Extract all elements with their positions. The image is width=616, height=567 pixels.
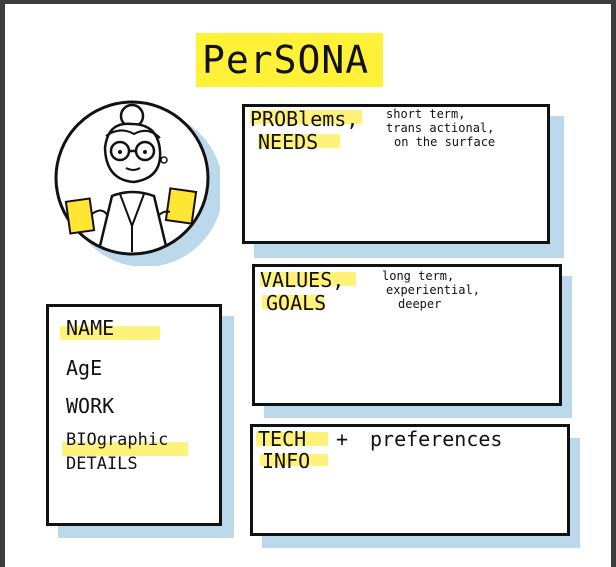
problems-note-1: short term, [386, 107, 466, 121]
values-highlight [260, 272, 356, 286]
field-age: AgE [66, 356, 103, 380]
problems-needs-box [242, 104, 550, 244]
problems-note-2: trans actional, [386, 121, 495, 135]
problems-note-3: on the surface [394, 135, 496, 149]
values-goals-box [252, 264, 562, 406]
persona-avatar [50, 96, 223, 267]
info-highlight [260, 454, 328, 466]
goals-label: GOALS [266, 291, 327, 315]
name-highlight [60, 326, 160, 340]
biographic-highlight [62, 442, 188, 456]
field-biographic: BIOgraphic [66, 430, 169, 450]
page-title: PerSONA [202, 38, 370, 82]
tech-highlight [256, 432, 328, 446]
goals-highlight [262, 295, 324, 309]
field-details: DETAILS [66, 454, 138, 474]
values-note-1: long term, [382, 269, 455, 283]
values-note-3: deeper [398, 297, 442, 311]
tech-label: TECH [258, 427, 307, 451]
values-label: VALUES, [260, 268, 345, 292]
needs-highlight [258, 134, 340, 148]
field-name: NAME [66, 316, 115, 340]
plus-sign: + [336, 427, 349, 451]
values-note-2: experiential, [386, 283, 480, 297]
problems-label: PROBlems, [250, 107, 359, 131]
preferences-label: preferences [370, 427, 503, 451]
bio-details-box [46, 304, 222, 526]
title-highlight [196, 33, 383, 87]
info-label: INFO [262, 449, 311, 473]
field-work: WORK [66, 394, 115, 418]
persona-portrait-icon [54, 100, 223, 267]
needs-label: NEEDS [258, 130, 319, 154]
problems-highlight [250, 110, 362, 124]
